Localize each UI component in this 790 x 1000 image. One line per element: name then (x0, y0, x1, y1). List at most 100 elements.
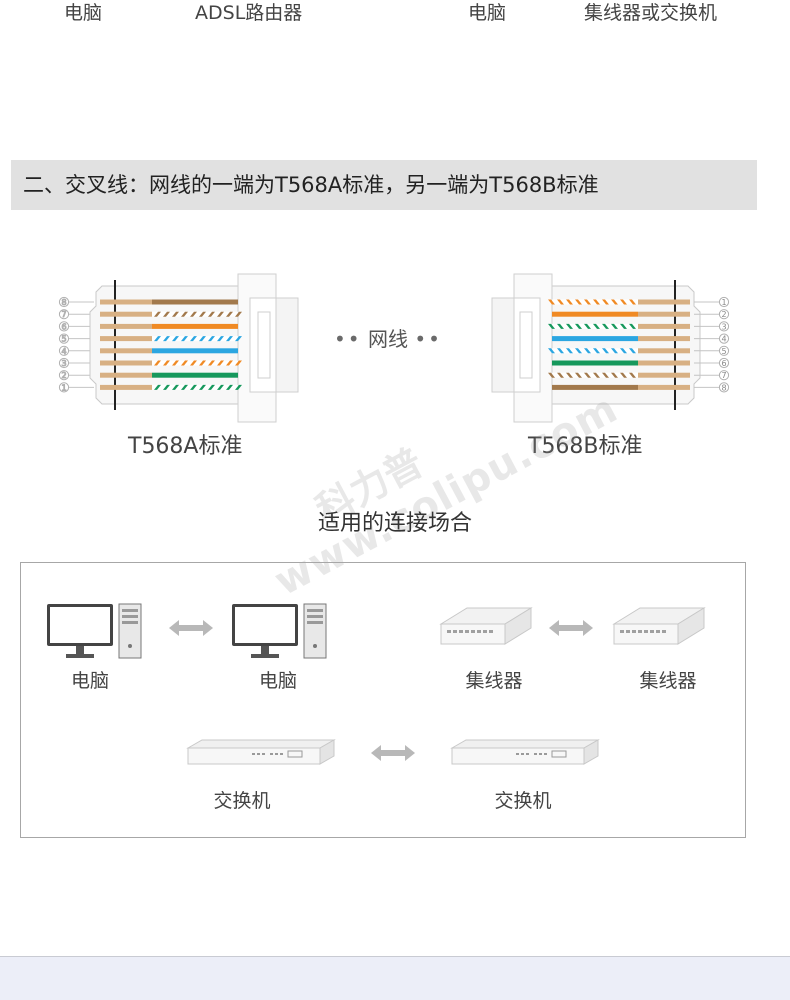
wire-stripe (557, 372, 564, 378)
pin-number-bubble (58, 321, 70, 332)
wire-stripe (199, 311, 206, 317)
pin-number-bubble (58, 309, 70, 320)
pin-number: 4 (61, 347, 66, 356)
double-arrow-icon (371, 745, 415, 761)
t568b-wire-4 (552, 336, 638, 342)
wire-stripe (620, 323, 627, 329)
wire-stripe (611, 372, 618, 378)
wire-stripe (593, 299, 600, 305)
device-label-hub-right: 集线器 (639, 670, 697, 692)
wire-stripe (208, 360, 215, 366)
top-label-adsl-router: ADSL路由器 (195, 2, 303, 24)
section-heading: 二、交叉线：网线的一端为T568A标准，另一端为T568B标准 (23, 173, 599, 197)
t568b-wires (548, 299, 690, 390)
t568b-wire-2 (552, 311, 638, 317)
wire-stripe (172, 311, 179, 317)
wire-stripe (611, 299, 618, 305)
wire-stripe (575, 348, 582, 354)
wire-sheath (638, 299, 690, 305)
wire-stripe (181, 384, 188, 390)
wire-stripe (620, 372, 627, 378)
wire-stripe (584, 323, 591, 329)
wire-stripe (235, 336, 242, 342)
t568b-wire-8 (552, 384, 638, 390)
wire-stripe (602, 348, 609, 354)
wire-stripe (181, 360, 188, 366)
wire-stripe (190, 360, 197, 366)
wire-stripe (548, 299, 555, 305)
cable-label-group: •• 网线 •• (334, 323, 442, 352)
wire-stripe (566, 372, 573, 378)
wire-stripe (584, 348, 591, 354)
pin-number-bubble (718, 309, 730, 320)
computer-icon (232, 603, 327, 659)
wire-stripe (566, 299, 573, 305)
pin-number: 7 (721, 371, 726, 380)
wire-sheath (638, 348, 690, 354)
wire-sheath (100, 360, 152, 366)
wire-stripe (190, 384, 197, 390)
wire-stripe (602, 323, 609, 329)
wire-stripe (181, 336, 188, 342)
wire-stripe (163, 360, 170, 366)
wire-stripe (611, 348, 618, 354)
t568a-wire-5 (152, 348, 238, 354)
wire-stripe (217, 360, 224, 366)
wire-stripe (629, 299, 636, 305)
wire-stripe (163, 311, 170, 317)
pin-number-bubble (58, 370, 70, 381)
t568b-label: T568B标准 (528, 434, 643, 459)
pin-number-bubble (718, 345, 730, 356)
wire-stripe (172, 360, 179, 366)
wire-stripe (593, 323, 600, 329)
wire-sheath (100, 336, 152, 342)
hub-icon (439, 607, 533, 645)
t568a-wire-2 (152, 311, 238, 317)
pin-number-bubble (718, 296, 730, 308)
section-heading-bar: 二、交叉线：网线的一端为T568A标准，另一端为T568B标准 (11, 160, 757, 210)
wire-stripe (226, 311, 233, 317)
wire-sheath (638, 336, 690, 342)
pin-number: 3 (61, 359, 66, 368)
wire-stripe (620, 348, 627, 354)
wire-sheath (638, 384, 690, 390)
pin-number: 7 (61, 310, 66, 319)
wire-stripe (163, 336, 170, 342)
wire-stripe (593, 348, 600, 354)
pin-number-bubble (58, 382, 70, 393)
wire-sheath (100, 323, 152, 329)
pin-number: 1 (61, 383, 66, 392)
wire-stripe (566, 348, 573, 354)
wire-stripe (163, 384, 170, 390)
cable-label: 网线 (367, 327, 408, 351)
footer-divider (0, 956, 790, 957)
computer-icon (47, 603, 142, 659)
pin-number: 6 (721, 359, 726, 368)
wire-stripe (190, 336, 197, 342)
wire-stripe (226, 384, 233, 390)
wire-stripe (629, 348, 636, 354)
wire-stripe (235, 311, 242, 317)
pin-number: 6 (61, 322, 66, 331)
wire-stripe (575, 372, 582, 378)
wire-sheath (100, 372, 152, 378)
t568a-wires (100, 299, 242, 390)
wire-stripe (181, 311, 188, 317)
scenes-title: 适用的连接场合 (317, 511, 472, 536)
device-label-computer-left: 电脑 (70, 670, 109, 692)
wire-stripe (575, 299, 582, 305)
wire-stripe (548, 372, 555, 378)
t568a-wire-3 (152, 323, 238, 329)
pin-number-bubble (58, 345, 70, 356)
wire-stripe (199, 336, 206, 342)
wire-stripe (217, 336, 224, 342)
wire-stripe (548, 348, 555, 354)
wire-stripe (172, 384, 179, 390)
switch-icon (186, 739, 336, 765)
t568a-wire-1 (152, 299, 238, 305)
wire-stripe (208, 384, 215, 390)
wire-stripe (557, 299, 564, 305)
device-label-hub-left: 集线器 (465, 670, 523, 692)
